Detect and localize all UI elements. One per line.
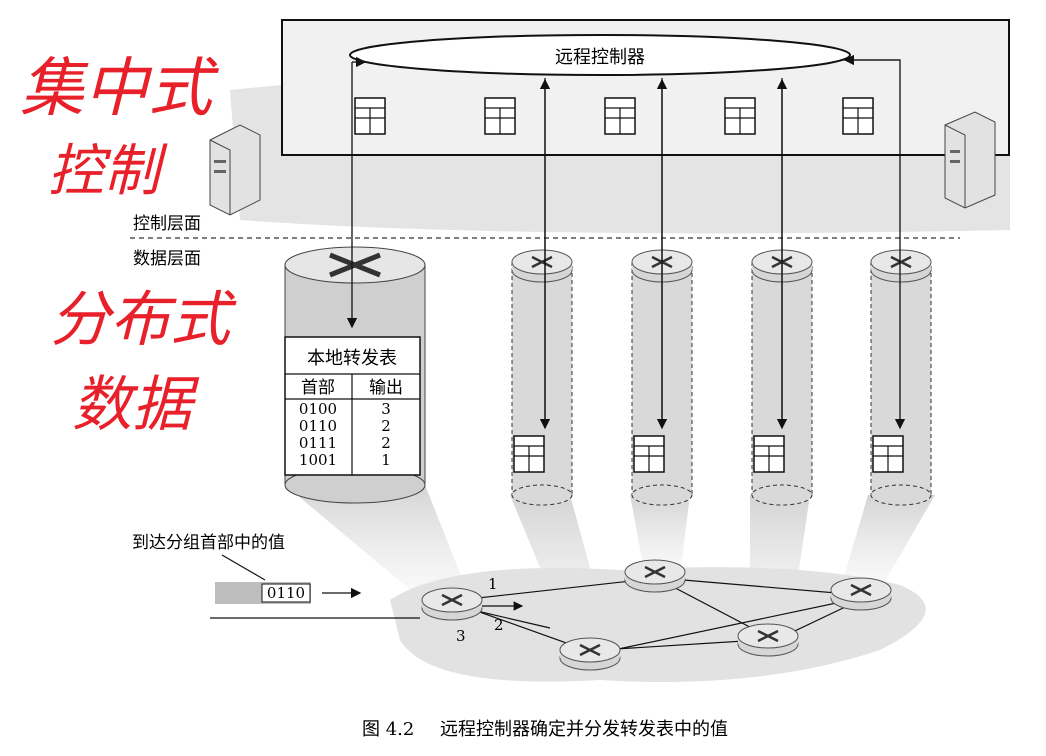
remote-router-1: [510, 248, 574, 506]
router-c: [829, 576, 893, 612]
handwriting-line-1: 集中式: [20, 52, 220, 126]
remote-router-4: [869, 248, 933, 506]
local-table-row-3-output: 1: [381, 451, 391, 469]
figure-caption: 远程控制器确定并分发转发表中的值: [440, 719, 728, 740]
packet-pointer: [221, 554, 266, 581]
port-label-2: 2: [494, 616, 504, 634]
remote-routers: [510, 248, 933, 506]
local-table-header-1: 输出: [369, 378, 403, 398]
controller-table-5: [842, 97, 874, 135]
handwriting-line-4: 数据: [72, 370, 200, 440]
local-table-row-1-output: 2: [381, 417, 391, 435]
local-table-header-0: 首部: [301, 378, 335, 398]
server-icon-left: [209, 124, 261, 216]
packet-annotation: 到达分组首部中的值: [132, 533, 285, 553]
controller-table-2: [484, 97, 516, 135]
router-e: [736, 622, 800, 658]
local-table-row-2-header: 0111: [299, 434, 337, 452]
router-a: [420, 586, 484, 622]
local-table-row-2-output: 2: [381, 434, 391, 452]
local-table-row-0-header: 0100: [299, 400, 337, 418]
controller-label: 远程控制器: [555, 47, 645, 68]
local-table-title: 本地转发表: [307, 348, 397, 369]
figure-number: 图 4.2: [362, 719, 414, 740]
local-forwarding-table: 本地转发表 首部 输出 0100 3 0110 2 0111 2 1001 1: [284, 336, 421, 476]
router-table-3: [753, 435, 785, 473]
router-table-2: [633, 435, 665, 473]
handwriting-line-2: 控制: [48, 139, 168, 204]
server-icon-right: [944, 111, 996, 209]
network-shade: [390, 567, 926, 682]
controller-table-1: [354, 97, 386, 135]
router-d: [558, 636, 622, 672]
local-table-row-1-header: 0110: [299, 417, 337, 435]
router-table-4: [872, 435, 904, 473]
router-table-1: [513, 435, 545, 473]
port-label-1: 1: [488, 575, 498, 593]
controller-table-3: [604, 97, 636, 135]
packet-value: 0110: [267, 584, 305, 602]
data-plane-label: 数据层面: [133, 249, 201, 269]
router-b: [623, 558, 687, 594]
local-table-row-0-output: 3: [381, 400, 391, 418]
control-arrows: [346, 54, 906, 430]
controller-table-4: [724, 97, 756, 135]
local-table-row-3-header: 1001: [299, 451, 337, 469]
control-plane-label: 控制层面: [133, 214, 201, 234]
handwriting-line-3: 分布式: [50, 285, 237, 355]
handwritten-notes: 集中式 控制 分布式 数据: [20, 52, 237, 440]
port-label-3: 3: [456, 627, 466, 645]
